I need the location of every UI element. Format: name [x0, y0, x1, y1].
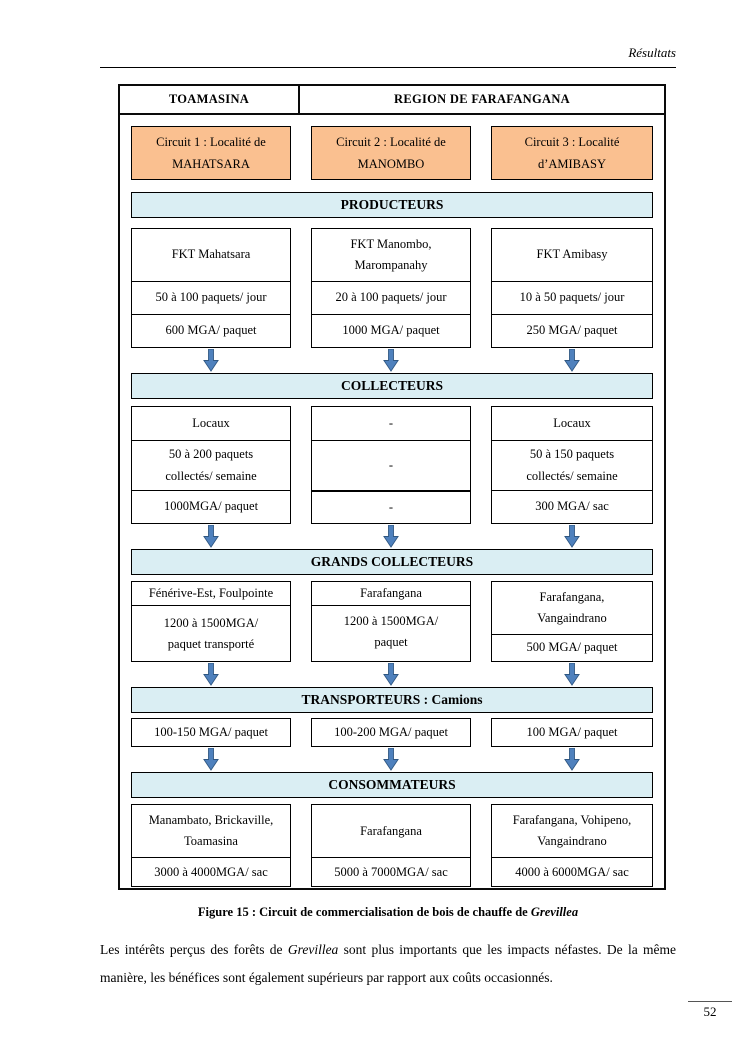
arrow-row	[131, 747, 653, 772]
transporteur-price: 100-150 MGA/ paquet	[154, 725, 268, 740]
diagram-content: Circuit 1 : Localité de MAHATSARA Circui…	[120, 115, 664, 888]
collecteur-qty: -	[312, 440, 470, 490]
collecteur-col-2: - - -	[311, 406, 471, 524]
collecteurs-row: Locaux 50 à 200 paquets collectés/ semai…	[131, 406, 653, 524]
consommateur-who: Manambato, Brickaville, Toamasina	[148, 813, 274, 849]
down-arrow-icon	[203, 663, 219, 687]
consommateur-col-2: Farafangana 5000 à 7000MGA/ sac	[311, 804, 471, 888]
circuit-2-box: Circuit 2 : Localité de MANOMBO	[311, 126, 471, 180]
producteur-name: FKT Manombo, Marompanahy	[350, 236, 432, 272]
body-paragraph: Les intérêts perçus des forêts de Grevil…	[100, 936, 676, 991]
grand-collecteur-col-3: Farafangana, Vangaindrano 500 MGA/ paque…	[491, 581, 653, 663]
grand-collecteur-col-2: Farafangana 1200 à 1500MGA/ paquet	[311, 581, 471, 663]
transporteurs-row: 100-150 MGA/ paquet 100-200 MGA/ paquet …	[131, 718, 653, 748]
down-arrow-icon	[383, 525, 399, 548]
figure-caption-species: Grevillea	[530, 905, 579, 919]
transporteur-col-1: 100-150 MGA/ paquet	[131, 718, 291, 748]
region-header-row: TOAMASINA REGION DE FARAFANGANA	[120, 86, 664, 115]
down-arrow-icon	[564, 663, 580, 687]
collecteur-qty: 50 à 150 paquets collectés/ semaine	[492, 440, 652, 490]
down-arrow-icon	[383, 663, 399, 687]
collecteur-col-1: Locaux 50 à 200 paquets collectés/ semai…	[131, 406, 291, 524]
paragraph-part-1: Les intérêts perçus des forêts de	[100, 942, 288, 957]
down-arrow-icon	[383, 748, 399, 772]
banner-collecteurs: COLLECTEURS	[131, 373, 653, 399]
grand-collecteur-who: Farafangana	[360, 586, 422, 600]
collecteur-price: 300 MGA/ sac	[492, 490, 652, 523]
collecteur-col-3: Locaux 50 à 150 paquets collectés/ semai…	[491, 406, 653, 524]
consommateur-price: 3000 à 4000MGA/ sac	[132, 857, 290, 886]
figure-diagram-frame: TOAMASINA REGION DE FARAFANGANA Circuit …	[118, 84, 666, 890]
grand-collecteur-price: 500 MGA/ paquet	[492, 634, 652, 661]
producteur-name: FKT Amibasy	[536, 247, 608, 262]
footer-rule	[688, 1001, 732, 1002]
header-rule	[100, 67, 676, 68]
producteur-qty: 10 à 50 paquets/ jour	[492, 281, 652, 314]
region-header-toamasina: TOAMASINA	[120, 86, 300, 113]
consommateur-who: Farafangana, Vohipeno, Vangaindrano	[512, 813, 632, 849]
down-arrow-icon	[383, 349, 399, 372]
consommateur-who: Farafangana	[360, 823, 422, 838]
circuit-3-box: Circuit 3 : Localité d’AMIBASY	[491, 126, 653, 180]
consommateur-col-1: Manambato, Brickaville, Toamasina 3000 à…	[131, 804, 291, 888]
producteur-price: 250 MGA/ paquet	[492, 314, 652, 347]
producteur-price: 1000 MGA/ paquet	[312, 314, 470, 347]
collecteur-who: Locaux	[192, 415, 230, 430]
producteur-col-1: FKT Mahatsara 50 à 100 paquets/ jour 600…	[131, 228, 291, 348]
figure-caption: Figure 15 : Circuit de commercialisation…	[100, 905, 676, 920]
producteur-qty: 20 à 100 paquets/ jour	[312, 281, 470, 314]
running-head: Résultats	[628, 45, 676, 60]
arrow-row	[131, 348, 653, 373]
collecteur-who: -	[388, 415, 394, 430]
consommateur-price: 5000 à 7000MGA/ sac	[312, 857, 470, 886]
region-header-farafangana: REGION DE FARAFANGANA	[394, 92, 570, 106]
circuit-1-box: Circuit 1 : Localité de MAHATSARA	[131, 126, 291, 180]
banner-producteurs: PRODUCTEURS	[131, 192, 653, 218]
grand-collecteur-price: 1200 à 1500MGA/ paquet	[312, 605, 470, 657]
transporteur-price: 100 MGA/ paquet	[526, 725, 618, 740]
transporteur-col-2: 100-200 MGA/ paquet	[311, 718, 471, 748]
paragraph-part-2: sont plus importants que les impacts néf…	[100, 942, 677, 985]
producteur-col-2: FKT Manombo, Marompanahy 20 à 100 paquet…	[311, 228, 471, 348]
circuit-row: Circuit 1 : Localité de MAHATSARA Circui…	[131, 115, 653, 180]
producteur-price: 600 MGA/ paquet	[132, 314, 290, 347]
transporteur-price: 100-200 MGA/ paquet	[334, 725, 448, 740]
consommateur-price: 4000 à 6000MGA/ sac	[492, 857, 652, 886]
arrow-row	[131, 662, 653, 687]
down-arrow-icon	[564, 525, 580, 548]
collecteur-price: -	[312, 490, 470, 523]
down-arrow-icon	[564, 349, 580, 372]
consommateurs-row: Manambato, Brickaville, Toamasina 3000 à…	[131, 804, 653, 888]
producteur-col-3: FKT Amibasy 10 à 50 paquets/ jour 250 MG…	[491, 228, 653, 348]
grands-collecteurs-row: Fénérive-Est, Foulpointe 1200 à 1500MGA/…	[131, 581, 653, 663]
banner-consommateurs: CONSOMMATEURS	[131, 772, 653, 799]
down-arrow-icon	[564, 748, 580, 772]
collecteur-qty: 50 à 200 paquets collectés/ semaine	[132, 440, 290, 490]
grand-collecteur-who: Farafangana, Vangaindrano	[537, 589, 607, 625]
page-number: 52	[703, 1004, 717, 1019]
producteur-qty: 50 à 100 paquets/ jour	[132, 281, 290, 314]
grand-collecteur-col-1: Fénérive-Est, Foulpointe 1200 à 1500MGA/…	[131, 581, 291, 663]
paragraph-species: Grevillea	[287, 942, 339, 957]
down-arrow-icon	[203, 525, 219, 548]
down-arrow-icon	[203, 349, 219, 372]
banner-grands-collecteurs: GRANDS COLLECTEURS	[131, 549, 653, 575]
grand-collecteur-who: Fénérive-Est, Foulpointe	[148, 586, 274, 600]
grand-collecteur-price: 1200 à 1500MGA/ paquet transporté	[132, 605, 290, 661]
collecteur-price: 1000MGA/ paquet	[132, 490, 290, 523]
transporteur-col-3: 100 MGA/ paquet	[491, 718, 653, 748]
banner-transporteurs: TRANSPORTEURS : Camions	[131, 687, 653, 714]
producteur-name: FKT Mahatsara	[171, 247, 251, 262]
consommateur-col-3: Farafangana, Vohipeno, Vangaindrano 4000…	[491, 804, 653, 888]
down-arrow-icon	[203, 748, 219, 772]
figure-caption-text: Figure 15 : Circuit de commercialisation…	[197, 905, 531, 919]
producteurs-row: FKT Mahatsara 50 à 100 paquets/ jour 600…	[131, 228, 653, 348]
collecteur-who: Locaux	[553, 415, 591, 430]
arrow-row	[131, 524, 653, 549]
